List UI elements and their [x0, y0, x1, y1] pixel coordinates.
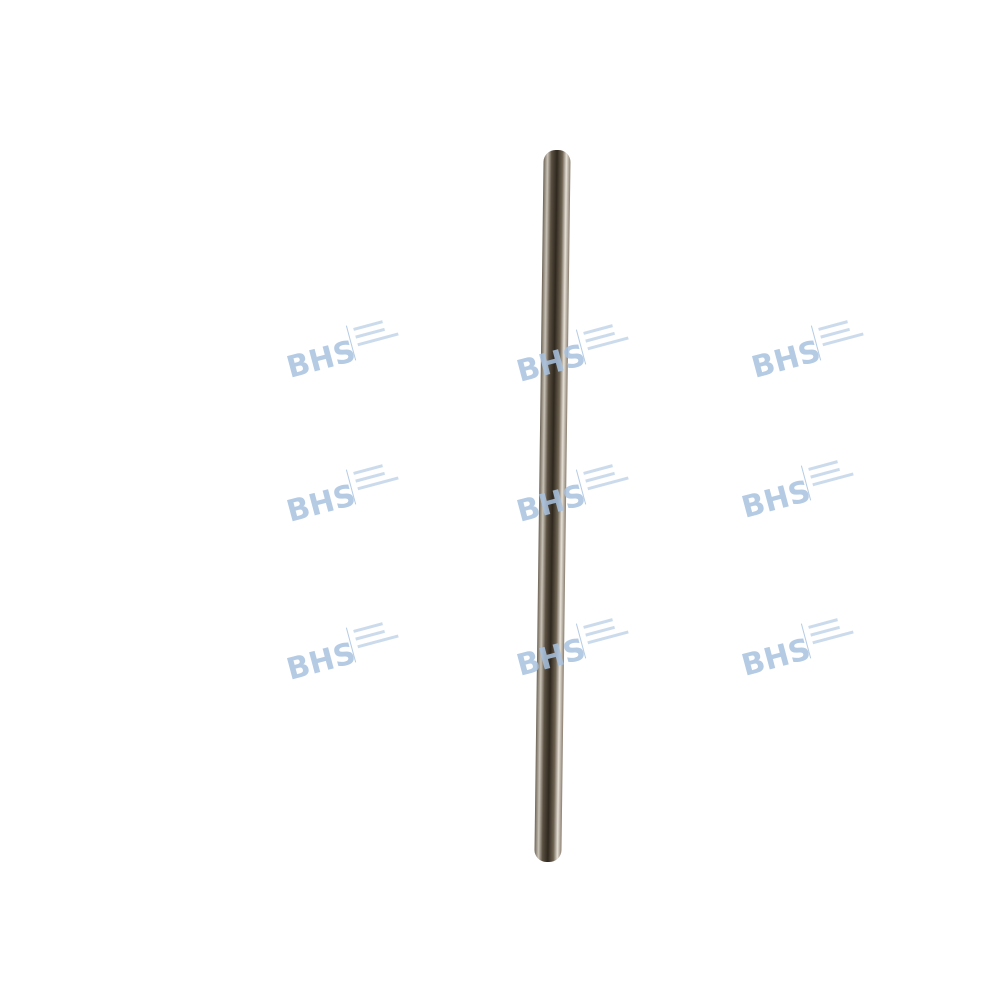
- watermark-divider: [345, 627, 357, 663]
- bhs-watermark: BHS: [283, 622, 399, 688]
- watermark-layer: BHS BHS BHS BHS BHS BHS BHS BHS BHS: [283, 320, 864, 688]
- watermark-divider: [800, 465, 812, 501]
- watermark-logo-text: BHS: [283, 334, 359, 386]
- watermark-tagline-mark: [357, 332, 399, 347]
- watermark-tagline-mark: [818, 320, 848, 331]
- watermark-tagline-mark: [810, 467, 841, 479]
- watermark-logo-text: BHS: [738, 474, 814, 526]
- watermark-tagline-mark: [822, 332, 864, 347]
- watermark-tagline-mark: [585, 331, 616, 343]
- watermark-divider: [575, 329, 587, 365]
- bhs-watermark: BHS: [738, 460, 854, 526]
- watermark-tagline-mark: [587, 476, 629, 491]
- bhs-watermark: BHS: [283, 464, 399, 530]
- watermark-logo-text: BHS: [283, 636, 359, 688]
- watermark-divider: [575, 623, 587, 659]
- watermark-tagline-mark: [585, 625, 616, 637]
- bhs-watermark: BHS: [513, 464, 629, 530]
- watermark-tagline-mark: [808, 460, 838, 471]
- watermark-tagline-mark: [357, 476, 399, 491]
- watermark-tagline-mark: [587, 630, 629, 645]
- watermark-divider: [810, 325, 822, 361]
- watermark-tagline-mark: [812, 472, 854, 487]
- watermark-tagline-mark: [353, 320, 383, 331]
- bhs-watermark: BHS: [738, 618, 854, 684]
- watermark-tagline-mark: [583, 618, 613, 629]
- watermark-tagline-mark: [355, 629, 386, 641]
- watermark-logo-text: BHS: [738, 632, 814, 684]
- watermark-divider: [345, 469, 357, 505]
- watermark-tagline-mark: [820, 327, 851, 339]
- watermark-tagline-mark: [357, 634, 399, 649]
- bhs-watermark: BHS: [283, 320, 399, 386]
- watermark-logo-text: BHS: [748, 334, 824, 386]
- watermark-tagline-mark: [587, 336, 629, 351]
- watermark-tagline-mark: [585, 471, 616, 483]
- bhs-watermark: BHS: [513, 618, 629, 684]
- watermark-tagline-mark: [353, 622, 383, 633]
- bhs-watermark: BHS: [513, 324, 629, 390]
- metal-rod: [534, 150, 571, 862]
- watermark-tagline-mark: [355, 471, 386, 483]
- watermark-tagline-mark: [583, 464, 613, 475]
- watermark-tagline-mark: [355, 327, 386, 339]
- watermark-tagline-mark: [812, 630, 854, 645]
- watermark-tagline-mark: [810, 625, 841, 637]
- watermark-tagline-mark: [583, 324, 613, 335]
- watermark-divider: [345, 325, 357, 361]
- bhs-watermark: BHS: [748, 320, 864, 386]
- watermark-tagline-mark: [808, 618, 838, 629]
- watermark-tagline-mark: [353, 464, 383, 475]
- watermark-divider: [800, 623, 812, 659]
- watermark-divider: [575, 469, 587, 505]
- watermark-logo-text: BHS: [283, 478, 359, 530]
